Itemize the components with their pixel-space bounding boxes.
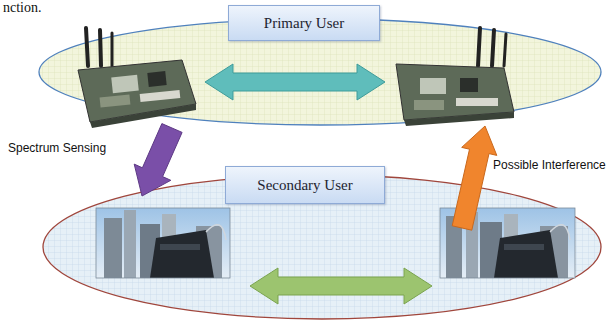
interference-label: Possible Interference — [493, 158, 606, 172]
primary-link-arrow — [205, 64, 385, 100]
box-title: Primary User — [264, 15, 344, 32]
router-right — [396, 28, 514, 126]
interference-arrow — [452, 126, 497, 230]
primary-user-box: Primary User — [228, 5, 380, 41]
sensing-arrow — [134, 124, 182, 196]
secondary-user-box: Secondary User — [225, 166, 385, 204]
secondary-link-arrow — [250, 268, 432, 304]
text-fragment: nction. — [3, 0, 42, 17]
building-picture-left — [96, 208, 230, 278]
router-left — [78, 28, 196, 128]
sensing-label: Spectrum Sensing — [8, 141, 106, 155]
box-title: Secondary User — [257, 177, 352, 194]
